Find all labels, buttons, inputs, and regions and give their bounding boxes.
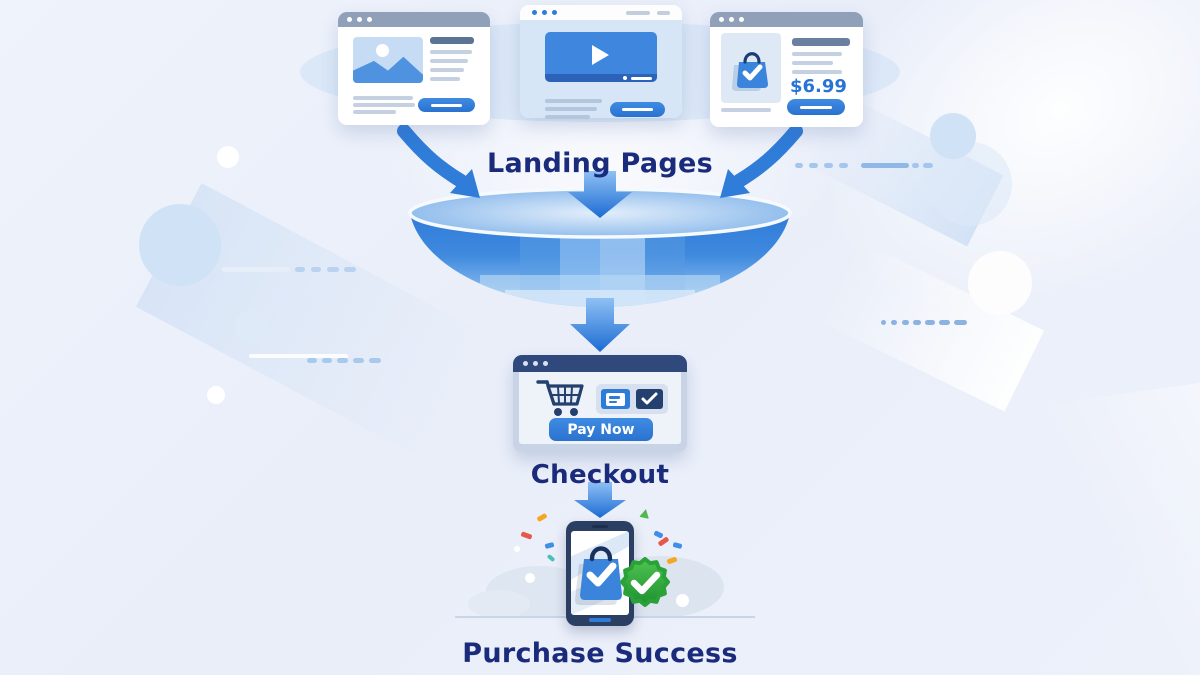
phone-speaker <box>592 525 608 528</box>
text-line <box>545 99 602 103</box>
pay-now-button[interactable]: Pay Now <box>549 418 653 441</box>
browser-dots-icon <box>523 361 548 366</box>
text-line <box>792 70 842 74</box>
video-player-icon <box>545 32 657 82</box>
cta-button[interactable] <box>610 102 665 117</box>
titlebar-line <box>657 11 670 15</box>
titlebar-line <box>626 11 650 15</box>
bg-circle-white <box>217 146 239 168</box>
purchase-success-label: Purchase Success <box>462 638 738 669</box>
shopping-bag-icon <box>575 546 622 605</box>
text-line <box>353 103 415 107</box>
text-line <box>545 107 597 111</box>
mountains-icon <box>353 56 423 83</box>
image-placeholder-icon <box>353 37 423 83</box>
browser-dots-icon <box>347 17 372 22</box>
text-line <box>430 77 460 81</box>
ground-line <box>455 616 755 618</box>
cloud-dot <box>676 594 689 607</box>
text-line <box>545 115 590 119</box>
smartphone-icon <box>566 521 634 626</box>
credit-card-icon[interactable] <box>601 389 630 409</box>
article-landing-window <box>338 12 490 125</box>
window-titlebar <box>513 355 687 372</box>
bg-circle-light <box>235 310 269 344</box>
text-line <box>353 96 413 100</box>
payment-options-panel <box>596 384 668 414</box>
video-landing-window <box>520 5 682 119</box>
text-line <box>430 59 468 63</box>
bg-circle-blue <box>139 204 221 286</box>
text-line <box>430 50 472 54</box>
shopping-bag-icon <box>732 52 768 91</box>
browser-dots-icon <box>719 17 744 22</box>
playhead-dot <box>623 76 627 80</box>
price-text: $6.99 <box>790 76 847 97</box>
cloud <box>596 556 724 618</box>
window-titlebar <box>520 5 682 20</box>
shopping-cart-icon <box>536 380 584 416</box>
success-badge-icon <box>620 557 670 607</box>
progress-bar <box>631 77 652 80</box>
checkout-window: Pay Now <box>513 355 687 452</box>
video-controls-bar <box>545 74 657 82</box>
heading-placeholder <box>792 38 850 46</box>
cloud-dot <box>525 573 535 583</box>
bg-circle-white <box>207 386 225 404</box>
cloud <box>486 566 594 618</box>
text-line <box>430 68 464 72</box>
check-square-icon[interactable] <box>636 389 663 409</box>
bg-circle-white <box>968 251 1032 315</box>
heading-placeholder <box>430 37 474 44</box>
cta-button[interactable] <box>787 99 845 115</box>
cta-button[interactable] <box>418 98 475 112</box>
text-line <box>353 110 396 114</box>
text-line <box>792 61 833 65</box>
phone-screen <box>571 531 629 615</box>
checkout-label: Checkout <box>530 460 670 490</box>
checkout-body: Pay Now <box>519 372 681 444</box>
cloud <box>468 590 530 618</box>
landing-pages-label: Landing Pages <box>486 148 714 179</box>
window-titlebar <box>710 12 863 27</box>
play-icon[interactable] <box>592 45 609 65</box>
bg-beam-bottom-right <box>931 362 1200 675</box>
browser-dots-icon <box>532 10 557 15</box>
funnel-icon <box>408 187 792 307</box>
text-line <box>792 52 842 56</box>
product-image-area <box>721 33 781 103</box>
sun-icon <box>376 44 389 57</box>
window-titlebar <box>338 12 490 27</box>
text-line <box>721 108 771 112</box>
phone-home-button <box>589 618 611 622</box>
pay-now-label: Pay Now <box>567 421 635 438</box>
product-landing-window: $6.99 <box>710 12 863 127</box>
bg-circle-blue <box>930 113 976 159</box>
